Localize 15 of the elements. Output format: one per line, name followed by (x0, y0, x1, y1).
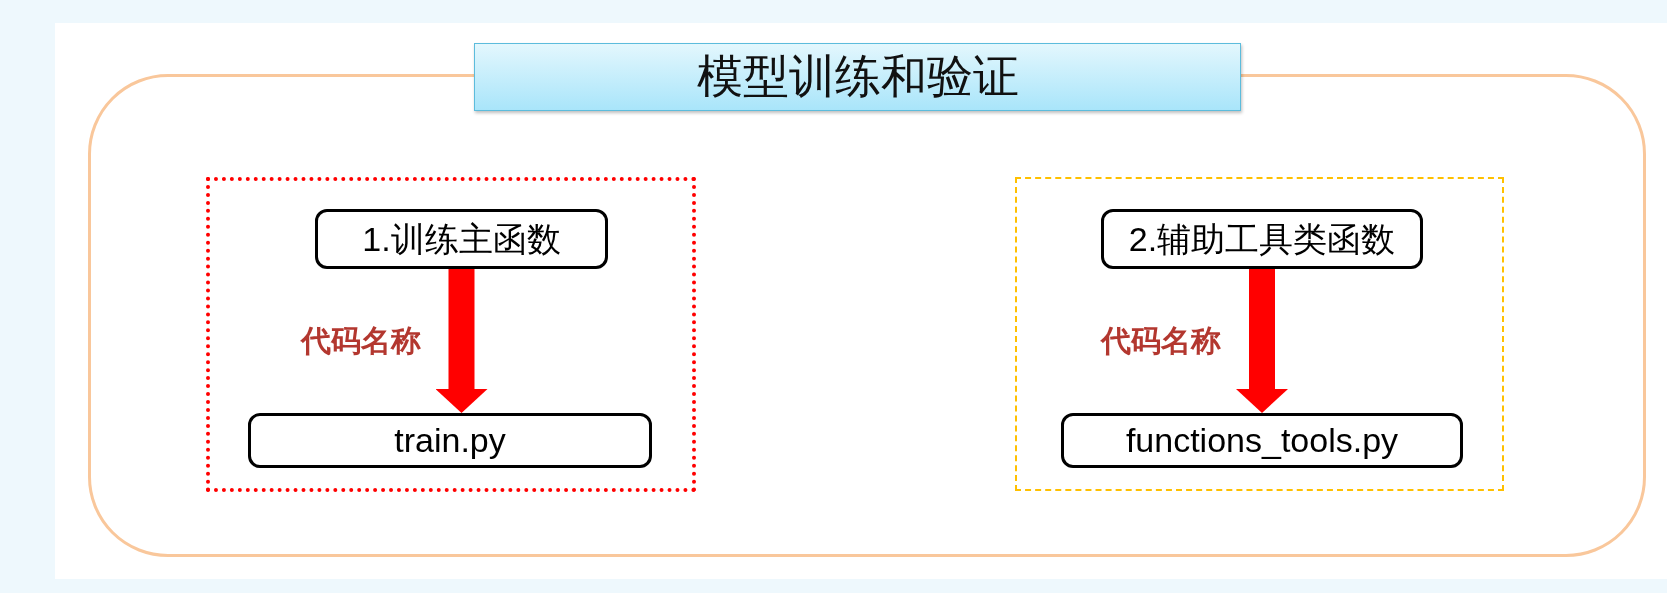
box-label: functions_tools.py (1125, 420, 1399, 461)
edge-label: 代码名称 (1101, 323, 1221, 359)
box-label: 1.训练主函数 (362, 218, 561, 260)
dashed-group-frame (1015, 177, 1504, 491)
box-label: train.py (394, 420, 506, 461)
process-box (248, 413, 652, 468)
title-banner: 模型训练和验证 (474, 43, 1241, 111)
block-arrow (1236, 269, 1288, 413)
box-label: 2.辅助工具类函数 (1128, 218, 1396, 260)
block-arrow (435, 269, 488, 413)
process-box (1101, 209, 1423, 269)
process-box (1061, 413, 1463, 468)
process-box (315, 209, 608, 269)
dotted-group-frame (206, 177, 696, 492)
edge-label: 代码名称 (300, 323, 421, 359)
